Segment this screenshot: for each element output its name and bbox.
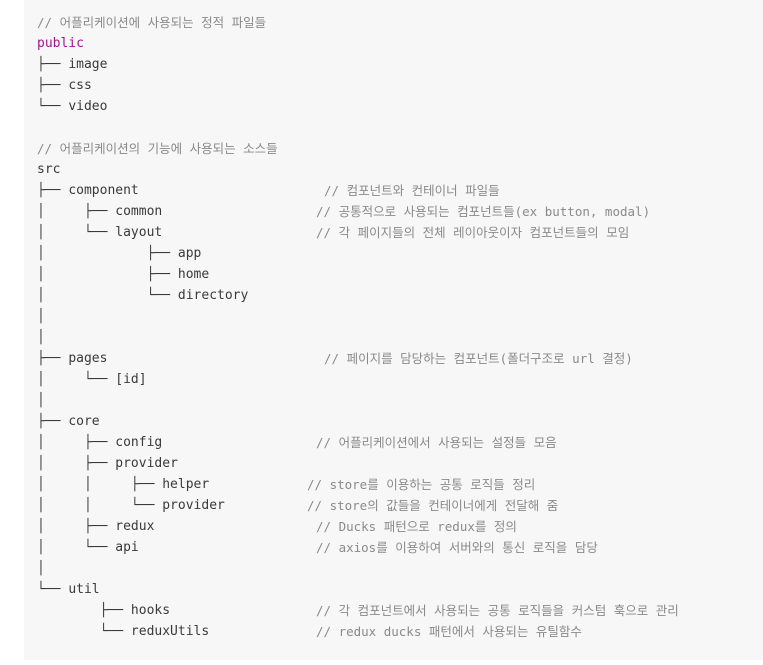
code-comment: // redux ducks 패턴에서 사용되는 유틸함수: [316, 624, 582, 639]
tree-branch: ├──: [37, 78, 69, 93]
code-line: │ └── directory: [37, 285, 763, 306]
tree-branch: │ ├──: [37, 435, 116, 450]
code-line: │ ├── common // 공통적으로 사용되는 컴포넌트들(ex butto…: [37, 201, 763, 222]
tree-branch: ├──: [37, 603, 131, 618]
tree-branch: ├──: [37, 57, 69, 72]
code-comment: // store의 값들을 컨테이너에게 전달해 줌: [307, 498, 559, 513]
tree-branch: │ ├──: [37, 267, 178, 282]
code-line: public: [37, 33, 763, 54]
tree-entry-name: provider: [115, 456, 178, 471]
code-line: │ ├── provider: [37, 453, 763, 474]
tree-entry-name: public: [37, 36, 84, 51]
tree-entry-name: api: [115, 540, 139, 555]
code-line: │: [37, 390, 763, 411]
code-comment: // 어플리케이션에 사용되는 정적 파일들: [37, 15, 267, 30]
code-line: ├── core: [37, 411, 763, 432]
tree-entry-name: helper: [162, 477, 210, 492]
code-line: │ ├── config // 어플리케이션에서 사용되는 설정들 모음: [37, 432, 763, 453]
tree-entry-name: redux: [115, 519, 155, 534]
tree-branch: └──: [37, 99, 69, 114]
tree-entry-name: app: [177, 246, 202, 261]
tree-entry-name: image: [68, 57, 108, 72]
tree-entry-name: core: [68, 414, 100, 429]
tree-entry-name: common: [115, 204, 163, 219]
code-line: │: [37, 327, 763, 348]
tree-branch: │ ├──: [37, 204, 116, 219]
code-line: │ ├── home: [37, 264, 763, 285]
code-comment: // axios를 이용하여 서버와의 통신 로직을 담당: [316, 540, 598, 555]
tree-branch: │ │ └──: [37, 498, 163, 513]
code-comment: // 페이지를 담당하는 컴포넌트(폴더구조로 url 결정): [324, 351, 633, 366]
tree-branch: │ ├──: [37, 519, 116, 534]
code-comment: // Ducks 패턴으로 redux를 정의: [316, 519, 517, 534]
code-line: ├── image: [37, 54, 763, 75]
code-line: ├── pages // 페이지를 담당하는 컴포넌트(폴더구조로 url 결정): [37, 348, 763, 369]
tree-entry-name: src: [37, 162, 61, 177]
tree-entry-name: video: [68, 99, 108, 114]
code-comment: // 어플리케이션에서 사용되는 설정들 모음: [316, 435, 557, 450]
tree-branch: │ ├──: [37, 246, 178, 261]
tree-entry-name: directory: [177, 288, 249, 303]
tree-entry-name: home: [177, 267, 210, 282]
tree-entry-name: layout: [115, 225, 163, 240]
code-line: └── reduxUtils // redux ducks 패턴에서 사용되는 유…: [37, 621, 763, 642]
tree-branch: │: [37, 309, 45, 324]
code-line: │ └── layout // 각 페이지들의 전체 레이아웃이자 컴포넌트들의 …: [37, 222, 763, 243]
code-line: │: [37, 306, 763, 327]
code-line: │ └── [id]: [37, 369, 763, 390]
code-line: ├── css: [37, 75, 763, 96]
code-comment: // 컴포넌트와 컨테이너 파일들: [324, 183, 500, 198]
code-line: src: [37, 159, 763, 180]
tree-entry-name: reduxUtils: [130, 624, 210, 639]
tree-branch: │: [37, 561, 45, 576]
code-line: // 어플리케이션에 사용되는 정적 파일들: [37, 12, 763, 33]
tree-branch: │: [37, 330, 45, 345]
tree-entry-name: config: [115, 435, 163, 450]
tree-branch: │: [37, 393, 45, 408]
tree-branch: │ └──: [37, 288, 178, 303]
tree-entry-name: provider: [162, 498, 225, 513]
tree-branch: └──: [37, 624, 131, 639]
code-comment: // 각 컴포넌트에서 사용되는 공통 로직들을 커스텀 훅으로 관리: [316, 603, 679, 618]
tree-branch: │ │ ├──: [37, 477, 163, 492]
code-line: │ │ ├── helper // store를 이용하는 공통 로직들 정리: [37, 474, 763, 495]
tree-branch: ├──: [37, 183, 69, 198]
code-comment: // 공통적으로 사용되는 컴포넌트들(ex button, modal): [316, 204, 651, 219]
code-line: └── util: [37, 579, 763, 600]
code-line: ├── hooks // 각 컴포넌트에서 사용되는 공통 로직들을 커스텀 훅으…: [37, 600, 763, 621]
tree-branch: │ └──: [37, 225, 116, 240]
tree-branch: └──: [37, 582, 69, 597]
code-line: │ └── api // axios를 이용하여 서버와의 통신 로직을 담당: [37, 537, 763, 558]
tree-branch: │ └──: [37, 540, 116, 555]
code-line: ├── component // 컴포넌트와 컨테이너 파일들: [37, 180, 763, 201]
code-line: │ ├── app: [37, 243, 763, 264]
tree-entry-name: css: [68, 78, 92, 93]
code-line: │ ├── redux // Ducks 패턴으로 redux를 정의: [37, 516, 763, 537]
tree-branch: ├──: [37, 414, 69, 429]
code-line: [37, 117, 763, 138]
tree-branch: │ └──: [37, 372, 116, 387]
code-line: │ │ └── provider // store의 값들을 컨테이너에게 전달해…: [37, 495, 763, 516]
tree-entry-name: pages: [68, 351, 108, 366]
code-line: └── video: [37, 96, 763, 117]
tree-branch: ├──: [37, 351, 69, 366]
tree-entry-name: component: [68, 183, 139, 198]
code-line: │: [37, 558, 763, 579]
code-comment: // store를 이용하는 공통 로직들 정리: [307, 477, 536, 492]
code-comment: // 어플리케이션의 기능에 사용되는 소스들: [37, 141, 278, 156]
tree-entry-name: hooks: [130, 603, 171, 618]
code-comment: // 각 페이지들의 전체 레이아웃이자 컴포넌트들의 모임: [316, 225, 630, 240]
tree-entry-name: util: [68, 582, 100, 597]
code-line: // 어플리케이션의 기능에 사용되는 소스들: [37, 138, 763, 159]
tree-entry-name: [id]: [115, 372, 147, 387]
tree-branch: │ ├──: [37, 456, 116, 471]
